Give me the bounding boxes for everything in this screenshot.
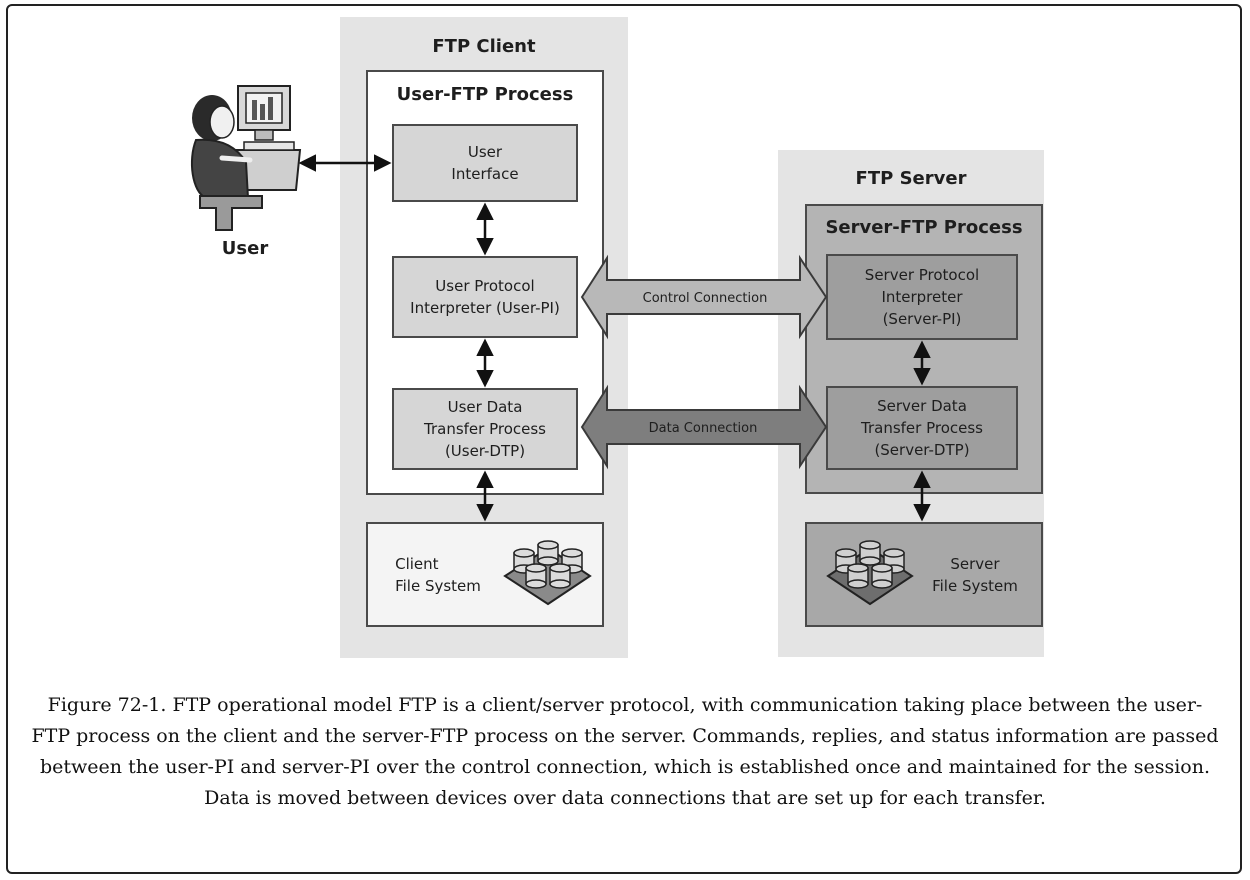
- user-pi-box: User Protocol Interpreter (User-PI): [392, 256, 578, 338]
- user-dtp-box: User Data Transfer Process (User-DTP): [392, 388, 578, 470]
- user-interface-box: User Interface: [392, 124, 578, 202]
- data-connection-label: Data Connection: [649, 421, 758, 436]
- data-connection-arrow: [580, 384, 828, 470]
- user-ftp-process-title: User-FTP Process: [396, 84, 574, 105]
- figure-frame: [6, 4, 1242, 874]
- ftp-client-title: FTP Client: [432, 36, 536, 57]
- server-database-icon: [826, 540, 914, 606]
- server-pi-box: Server Protocol Interpreter (Server-PI): [826, 254, 1018, 340]
- server-ftp-process-title: Server-FTP Process: [825, 217, 1023, 238]
- ftp-server-title: FTP Server: [855, 168, 967, 189]
- server-file-system-label: Server File System: [932, 555, 1018, 595]
- server-dtp-box: Server Data Transfer Process (Server-DTP…: [826, 386, 1018, 470]
- client-file-system-label: Client File System: [395, 555, 481, 595]
- client-database-icon: [503, 540, 592, 606]
- control-connection-arrow: [580, 254, 828, 340]
- control-connection-label: Control Connection: [643, 291, 768, 306]
- figure-caption: Figure 72-1. FTP operational model FTP i…: [31, 694, 1219, 809]
- user-label: User: [222, 238, 269, 259]
- user-at-computer-icon: [190, 85, 302, 231]
